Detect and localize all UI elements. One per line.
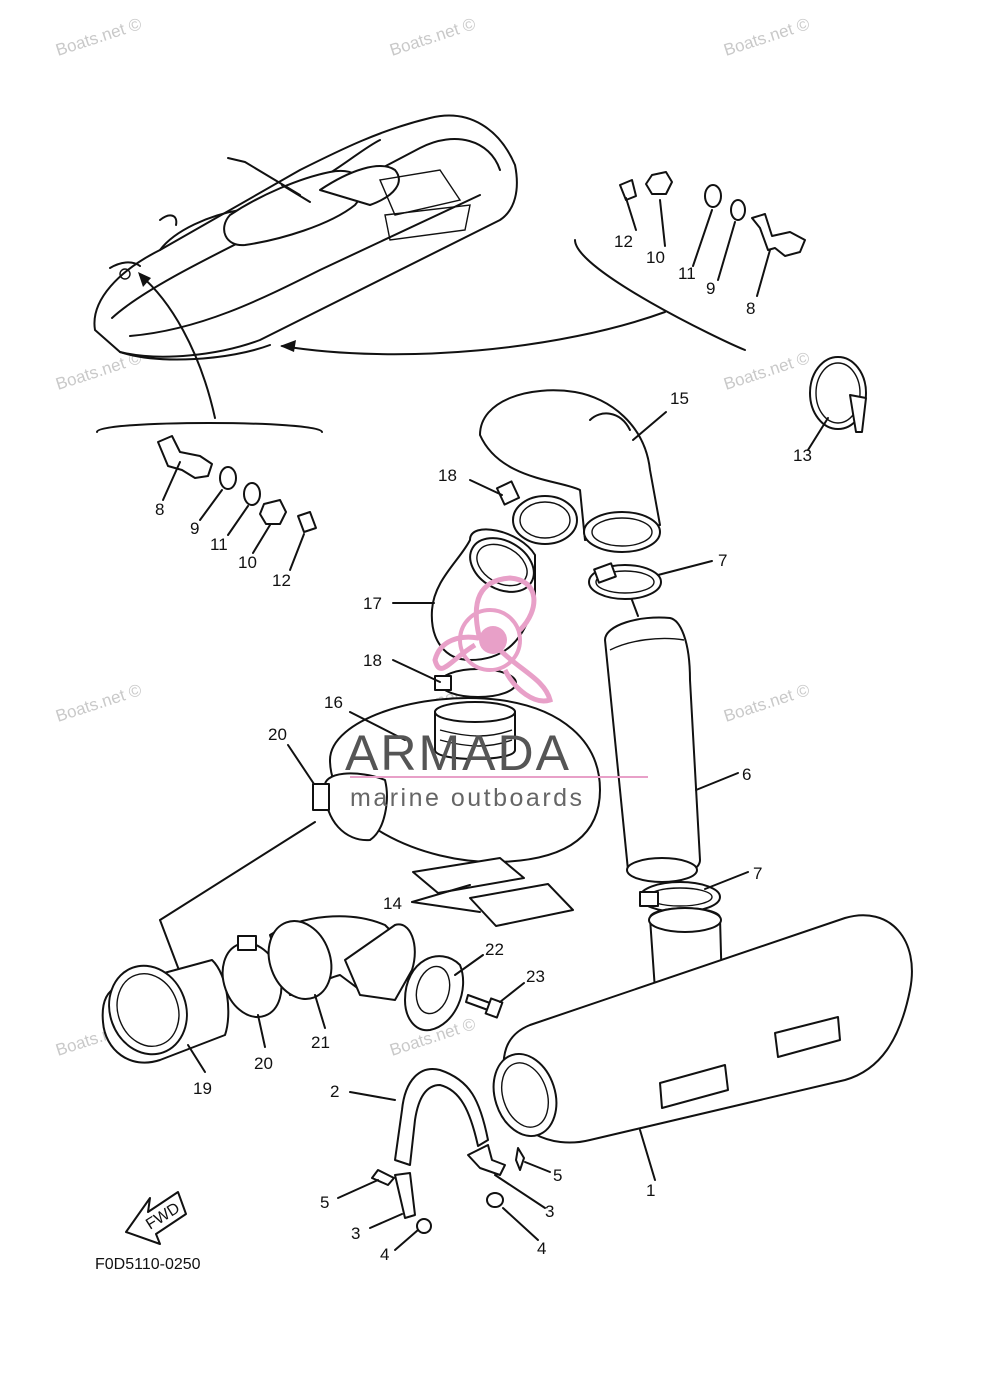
assembly-leader-lines	[96, 239, 746, 433]
hose-clamp-7-lower	[639, 871, 749, 913]
watermark: Boats.net ©	[53, 680, 144, 726]
callout-label: 19	[193, 1079, 212, 1098]
strap-2	[349, 1068, 489, 1166]
drain-fitting-set-right	[619, 171, 806, 297]
callout-label: 18	[363, 651, 382, 670]
exhaust-hose-6	[604, 616, 739, 883]
callout-label: 3	[545, 1202, 554, 1221]
callout-labels: 12 10 11 9 8 8 9 11 10 12 13 15 18 7 17 …	[155, 232, 812, 1264]
watermark: Boats.net ©	[721, 348, 812, 394]
forward-arrow-icon: FWD	[125, 1191, 187, 1245]
callout-label: 7	[718, 551, 727, 570]
callout-label: 15	[670, 389, 689, 408]
callout-label: 12	[272, 571, 291, 590]
bracket-set-right	[467, 1144, 551, 1241]
exhaust-pipe-19	[101, 959, 230, 1073]
callout-label: 4	[537, 1239, 546, 1258]
bolt-23	[465, 982, 525, 1019]
callout-label: 4	[380, 1245, 389, 1264]
callout-label: 5	[320, 1193, 329, 1212]
callout-label: 20	[254, 1054, 273, 1073]
brand-name: ARMADA	[345, 725, 571, 781]
watercraft-hull-illustration	[93, 114, 518, 361]
callout-label: 11	[210, 535, 228, 554]
rubber-elbow-15	[479, 389, 667, 553]
callout-label: 10	[646, 248, 665, 267]
callout-label: 23	[526, 967, 545, 986]
bracket-set-left	[337, 1169, 432, 1251]
callout-label: 7	[753, 864, 762, 883]
callout-label: 11	[678, 264, 696, 283]
callout-label: 13	[793, 446, 812, 465]
callout-label: 10	[238, 553, 257, 572]
callout-label: 16	[324, 693, 343, 712]
brand-tagline: marine outboards	[350, 784, 585, 812]
diagram-code: F0D5110-0250	[95, 1256, 201, 1273]
callout-label: 22	[485, 940, 504, 959]
hose-clamp-18-upper	[469, 479, 578, 545]
callout-label: 12	[614, 232, 633, 251]
muffler-1	[492, 907, 913, 1181]
callout-label: 6	[742, 765, 751, 784]
callout-label: 5	[553, 1166, 562, 1185]
brand-logo: ARMADA marine outboards	[345, 575, 648, 812]
callout-label: 14	[383, 894, 402, 913]
callout-label: 21	[311, 1033, 330, 1052]
watermark: Boats.net ©	[53, 14, 144, 60]
callout-label: 18	[438, 466, 457, 485]
callout-label: 17	[363, 594, 382, 613]
callout-label: 1	[646, 1181, 655, 1200]
callout-label: 2	[330, 1082, 339, 1101]
callout-label: 20	[268, 725, 287, 744]
watermark: Boats.net ©	[721, 680, 812, 726]
gasket-22	[404, 954, 484, 1032]
rubber-elbow-21	[267, 915, 416, 1029]
callout-label: 9	[706, 279, 715, 298]
water-box-16	[323, 697, 601, 864]
watermark: Boats.net ©	[721, 14, 812, 60]
callout-label: 3	[351, 1224, 360, 1243]
watermark: Boats.net ©	[387, 14, 478, 60]
callout-label: 8	[155, 500, 164, 519]
band-clamp-13	[807, 356, 867, 451]
hose-clamp-18-lower	[392, 659, 517, 709]
drain-fitting-set-left	[157, 435, 317, 571]
callout-label: 9	[190, 519, 199, 538]
rubber-pads-14	[411, 857, 574, 927]
hose-clamp-7-upper	[588, 560, 713, 617]
callout-label: 8	[746, 299, 755, 318]
